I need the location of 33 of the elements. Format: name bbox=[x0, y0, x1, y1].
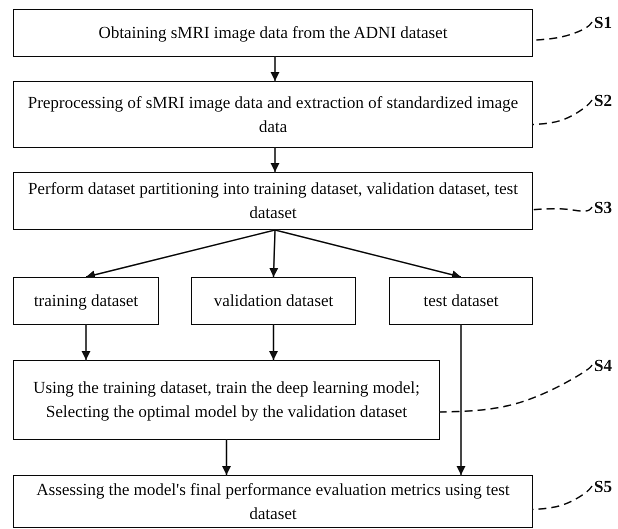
arrow bbox=[222, 440, 231, 475]
step-label: S5 bbox=[594, 477, 612, 497]
arrow bbox=[269, 325, 278, 360]
step-label: S2 bbox=[594, 91, 612, 111]
step-label: S3 bbox=[594, 198, 612, 218]
box-text: Assessing the model's final performance evaluation metrics using test dataset bbox=[35, 478, 511, 524]
box-text: Preprocessing of sMRI image data and extraction of standardized image data bbox=[26, 92, 520, 138]
process-box bbox=[13, 475, 533, 528]
leader-line bbox=[532, 206, 593, 212]
step-label: S4 bbox=[594, 356, 612, 376]
box-text: validation dataset bbox=[214, 290, 334, 312]
process-box bbox=[13, 9, 533, 57]
arrow bbox=[274, 229, 462, 280]
process-box bbox=[191, 277, 356, 325]
box-text: Using the training dataset, train the deep learning model; Selecting the optimal model by the validation dataset bbox=[32, 377, 421, 423]
leader-line bbox=[440, 364, 593, 413]
arrow bbox=[86, 229, 276, 280]
process-box bbox=[13, 277, 159, 325]
arrow bbox=[456, 325, 466, 475]
process-box bbox=[389, 277, 533, 325]
process-box bbox=[13, 172, 533, 230]
box-text: Perform dataset partitioning into training dataset, validation dataset, test dataset bbox=[26, 178, 520, 224]
arrow bbox=[270, 148, 280, 172]
step-label: S1 bbox=[594, 13, 612, 33]
box-text: training dataset bbox=[34, 290, 138, 312]
process-box bbox=[13, 360, 440, 440]
arrow bbox=[269, 230, 278, 278]
arrow bbox=[82, 325, 90, 360]
arrow bbox=[270, 57, 280, 81]
process-box bbox=[13, 81, 533, 148]
leader-line bbox=[532, 100, 593, 126]
box-text: Obtaining sMRI image data from the ADNI dataset bbox=[98, 22, 448, 44]
box-text: test dataset bbox=[423, 290, 499, 312]
